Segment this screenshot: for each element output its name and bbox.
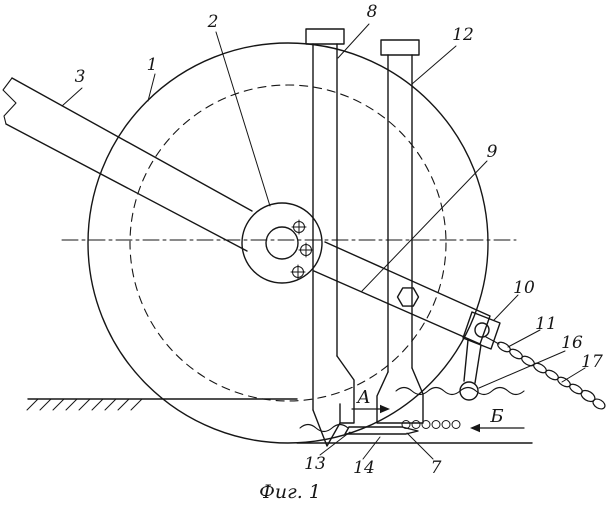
leader-17 (561, 367, 586, 383)
leader-11 (507, 329, 541, 348)
part-label-3: 3 (75, 67, 86, 87)
water-surface-wave (395, 386, 525, 396)
leader-lines (61, 23, 586, 460)
part-label-9: 9 (487, 142, 498, 162)
ground-hatching (26, 398, 143, 411)
plate-pin (474, 322, 490, 338)
part-label-14: 14 (353, 458, 375, 478)
part-label-13: 13 (304, 454, 326, 474)
lever-beam (313, 241, 491, 345)
bolt-cross (298, 242, 314, 258)
part-label-8: 8 (367, 2, 378, 22)
second-tube-cap (380, 39, 420, 56)
bubbles (401, 420, 461, 429)
part-label-17: 17 (581, 352, 603, 372)
view-b-arrowhead (470, 423, 480, 433)
bolt-cross (290, 264, 306, 280)
bolt-cross (291, 219, 307, 235)
water-mid-wave (299, 423, 349, 433)
part-label-11: 11 (535, 314, 557, 334)
leader-14 (362, 436, 381, 460)
leader-16 (478, 350, 566, 389)
leader-12 (411, 45, 457, 85)
hub-inner-circle (265, 226, 299, 260)
view-label-a: А (355, 387, 371, 408)
leader-8 (337, 23, 370, 59)
part-label-10: 10 (513, 278, 535, 298)
figure-caption: Фиг. 1 (259, 481, 321, 503)
leader-10 (493, 294, 519, 321)
second-tube-body (387, 54, 413, 373)
wheel-rim-dashed (129, 84, 447, 402)
leader-9 (361, 160, 488, 292)
outlet-boot (376, 367, 424, 424)
part-label-7: 7 (431, 458, 442, 478)
seed-tube-body (312, 43, 338, 411)
leader-1 (147, 73, 156, 102)
share-blade (344, 426, 419, 435)
part-label-16: 16 (561, 333, 583, 353)
leader-13 (319, 431, 351, 456)
seed-tube-cap (305, 28, 345, 45)
view-a-arrowhead (380, 404, 390, 414)
view-label-b: Б (489, 406, 503, 427)
leader-7 (406, 432, 434, 460)
roller-bracket (463, 339, 482, 384)
leader-2 (215, 31, 271, 207)
hub-bolt-marks (290, 219, 314, 280)
drawbar-beam (5, 77, 253, 252)
part-label-2: 2 (207, 12, 219, 32)
drawbar-break-mark (2, 77, 17, 125)
hex-bolt (396, 287, 420, 307)
hub-outer-circle (241, 202, 323, 284)
chain-link-line (485, 336, 500, 345)
wheel-outline (87, 42, 489, 444)
boot-step (336, 355, 355, 424)
chisel-opener (312, 403, 341, 447)
leader-3 (61, 87, 83, 107)
part-label-12: 12 (452, 25, 474, 45)
chain (485, 336, 606, 410)
part-label-1: 1 (147, 55, 158, 75)
lever-end-plate (462, 311, 501, 350)
